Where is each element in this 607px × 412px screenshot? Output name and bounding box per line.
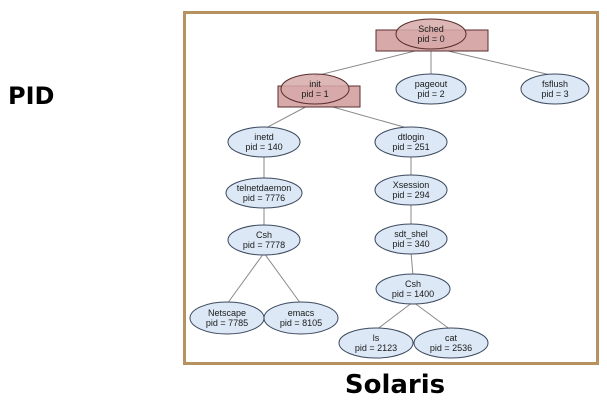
node-pid-xsession: pid = 294 <box>392 190 429 200</box>
node-pid-init: pid = 1 <box>301 89 328 99</box>
caption-solaris: Solaris <box>344 370 446 400</box>
node-ellipse-dtlogin <box>374 126 448 158</box>
node-ellipse-inetd <box>227 126 301 158</box>
node-ellipse-xsession <box>374 174 448 206</box>
node-name-inetd: inetd <box>254 132 274 142</box>
node-name-pageout: pageout <box>415 79 448 89</box>
node-pid-inetd: pid = 140 <box>245 142 282 152</box>
node-pid-csh2: pid = 1400 <box>392 289 434 299</box>
node-pid-fsflush: pid = 3 <box>541 89 568 99</box>
tree-edges <box>226 46 556 331</box>
node-pid-netscape: pid = 7785 <box>206 318 248 328</box>
node-name-sdt_shel: sdt_shel <box>394 229 428 239</box>
node-pid-sdt_shel: pid = 340 <box>392 239 429 249</box>
node-ellipse-csh2 <box>375 273 451 305</box>
side-label-pid: PID <box>8 82 55 110</box>
node-pid-emacs: pid = 8105 <box>280 318 322 328</box>
node-name-csh1: Csh <box>256 230 272 240</box>
edge-csh2-ls <box>375 301 414 331</box>
node-pid-csh1: pid = 7778 <box>243 240 285 250</box>
node-ellipse-csh1 <box>227 224 301 256</box>
edge-sdt_shel-csh2 <box>410 251 414 277</box>
node-name-fsflush: fsflush <box>542 79 568 89</box>
node-pid-sched: pid = 0 <box>417 34 444 44</box>
edge-csh1-netscape <box>226 252 265 305</box>
node-name-csh2: Csh <box>405 279 421 289</box>
node-name-xsession: Xsession <box>393 180 430 190</box>
node-pid-telnetdaemon: pid = 7776 <box>243 193 285 203</box>
node-name-emacs: emacs <box>288 308 315 318</box>
node-ellipse-ls <box>338 327 414 359</box>
node-pid-ls: pid = 2123 <box>355 343 397 353</box>
node-ellipse-emacs <box>263 301 339 335</box>
node-name-telnetdaemon: telnetdaemon <box>237 183 292 193</box>
node-name-sched: Sched <box>418 24 444 34</box>
node-ellipse-init <box>280 73 350 105</box>
node-name-netscape: Netscape <box>208 308 246 318</box>
node-name-cat: cat <box>445 333 458 343</box>
node-ellipse-cat <box>413 327 489 359</box>
node-name-ls: ls <box>373 333 380 343</box>
edge-csh1-emacs <box>263 252 302 305</box>
edge-sched-fsflush <box>430 46 556 77</box>
node-name-init: init <box>309 79 321 89</box>
node-ellipse-pageout <box>395 73 467 105</box>
node-name-dtlogin: dtlogin <box>398 132 425 142</box>
node-pid-pageout: pid = 2 <box>417 89 444 99</box>
node-pid-dtlogin: pid = 251 <box>392 142 429 152</box>
node-pid-cat: pid = 2536 <box>430 343 472 353</box>
node-ellipse-fsflush <box>520 73 590 105</box>
node-ellipse-sdt_shel <box>374 223 448 255</box>
edge-csh2-cat <box>412 301 452 331</box>
node-ellipse-sched <box>395 18 467 50</box>
edge-sched-init <box>314 46 432 77</box>
node-ellipse-telnetdaemon <box>225 177 303 209</box>
